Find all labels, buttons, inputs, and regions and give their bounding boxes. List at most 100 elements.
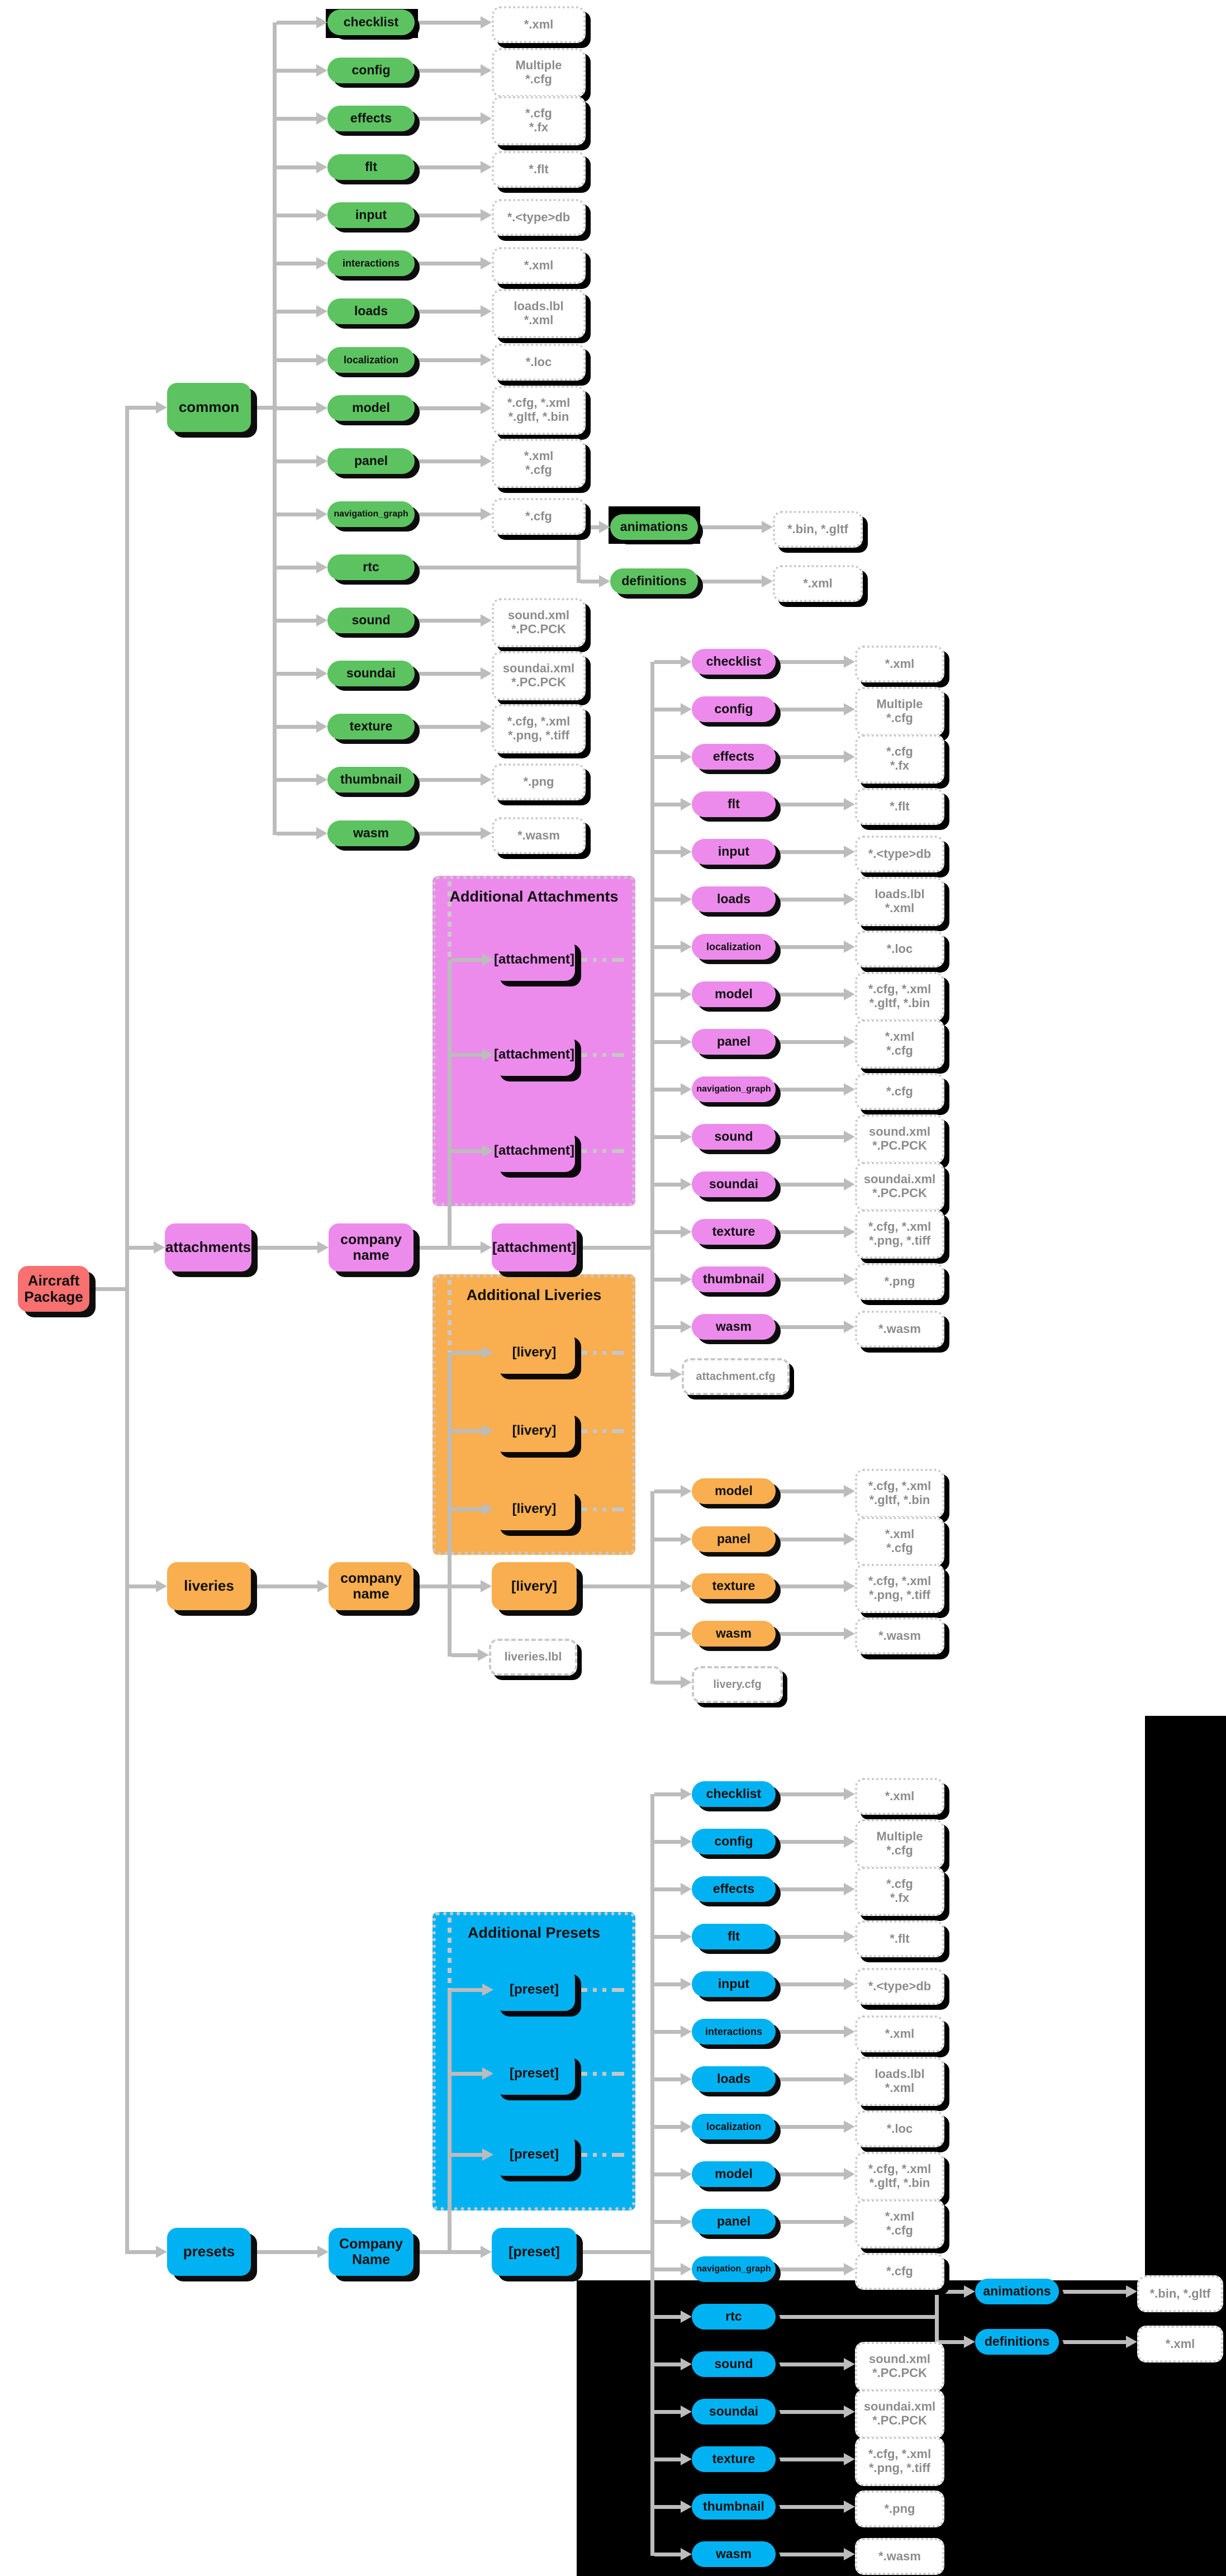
arrowhead-icon <box>481 614 492 627</box>
dotted-connector-line <box>448 1918 452 1990</box>
arrowhead-icon <box>482 953 493 966</box>
node-presets-rtc: rtc <box>692 2304 776 2330</box>
file-presets-checklist: *.xml <box>855 1778 944 1815</box>
connector-line <box>415 310 483 314</box>
node-label: localization <box>343 354 398 366</box>
connector-line <box>273 22 277 835</box>
arrowhead-icon <box>844 1835 855 1848</box>
file-presets-config: Multiple*.cfg <box>855 1819 944 1868</box>
file-presets-navigation_graph: *.cfg <box>855 2253 944 2290</box>
connector-line <box>277 459 319 463</box>
arrowhead-icon <box>681 2216 692 2228</box>
node-label: *.png, *.tiff <box>869 1234 930 1247</box>
file-presets-sound: sound.xml*.PC.PCK <box>855 2342 944 2391</box>
file-presets-soundai: soundai.xml*.PC.PCK <box>855 2389 944 2439</box>
node-label: [livery] <box>512 1344 557 1360</box>
file-attachments-panel: *.xml*.cfg <box>855 1019 944 1069</box>
connector-line <box>452 1149 484 1153</box>
node-label: *.png, *.tiff <box>869 2461 930 2475</box>
arrowhead-icon <box>681 1036 692 1048</box>
arrowhead-icon <box>316 720 327 733</box>
arrowhead-icon <box>681 1930 692 1943</box>
node-presets-loads: loads <box>692 2066 776 2092</box>
connector-line <box>125 1584 158 1588</box>
connector-line <box>776 1982 846 1986</box>
node-label: sound.xml <box>868 2352 930 2366</box>
connector-line <box>452 1653 480 1657</box>
arrowhead-icon <box>681 1676 692 1688</box>
node-label: checklist <box>706 1786 762 1801</box>
node-common-input: input <box>327 202 415 228</box>
arrowhead-icon <box>681 846 692 858</box>
dotted-connector-line <box>448 881 452 960</box>
node-label: common <box>178 399 240 416</box>
node-label: *.cfg <box>525 72 552 86</box>
arrowhead-icon <box>681 656 692 668</box>
connector-line <box>776 1040 846 1044</box>
node-liveries-wasm: wasm <box>692 1621 776 1647</box>
arrowhead-icon <box>681 1226 692 1238</box>
node-label: Package <box>24 1288 83 1305</box>
file-attachments-input: *.<type>db <box>855 836 944 872</box>
node-label: checklist <box>706 654 762 669</box>
connector-line <box>654 1325 683 1329</box>
node-label: *.cfg <box>886 1084 913 1098</box>
node-label: *.wasm <box>878 2549 921 2563</box>
arrowhead-icon <box>316 257 327 269</box>
node-label: *.xml <box>1165 2336 1195 2351</box>
node-presets: presets <box>167 2228 251 2276</box>
node-label: input <box>717 1976 750 1991</box>
connector-line <box>415 117 483 121</box>
node-label: texture <box>712 1224 755 1239</box>
node-label: *.PC.PCK <box>511 622 566 636</box>
connector-line <box>448 960 452 1249</box>
connector-line <box>251 406 274 410</box>
node-label: animations <box>620 519 688 534</box>
arrowhead-icon <box>317 1241 329 1254</box>
node-label: *.PC.PCK <box>872 1138 927 1152</box>
arrowhead-icon <box>844 1083 855 1095</box>
connector-line <box>776 1230 846 1234</box>
connector-line <box>654 1135 683 1139</box>
arrowhead-icon <box>844 798 855 810</box>
arrowhead-icon <box>316 112 327 125</box>
node-label: config <box>351 63 391 78</box>
arrowhead-icon <box>681 2025 692 2038</box>
connector-line <box>277 214 319 217</box>
connector-line <box>452 1429 484 1433</box>
file-common-flt: *.flt <box>492 151 586 188</box>
node-label: navigation_graph <box>334 509 408 519</box>
node-label: flt <box>728 1929 740 1944</box>
connector-line <box>125 1246 156 1250</box>
connector-line <box>277 832 319 836</box>
node-label: localization <box>706 941 761 952</box>
arrowhead-icon <box>671 1368 682 1380</box>
node-label: *.gltf, *.bin <box>508 410 569 424</box>
node-label: model <box>352 400 390 415</box>
node-common-panel: panel <box>327 448 415 474</box>
arrowhead-icon <box>681 2453 692 2465</box>
connector-line <box>452 2153 484 2157</box>
connector-line <box>776 1840 846 1844</box>
node-label: texture <box>712 2451 755 2466</box>
node-label: *.cfg, *.xml <box>507 396 571 410</box>
node-label: sound <box>351 613 391 628</box>
node-label: *.cfg, *.xml <box>868 2447 932 2461</box>
arrowhead-icon <box>844 751 855 763</box>
node-liveries-texture: texture <box>692 1573 776 1599</box>
file-attachments-wasm: *.wasm <box>855 1311 944 1348</box>
node-presets-panel: panel <box>692 2209 776 2235</box>
connector-line <box>654 850 683 854</box>
node-label: Company <box>339 2236 403 2252</box>
node-label: wasm <box>716 2546 752 2561</box>
node-label: Aircraft <box>27 1272 80 1289</box>
node-label: loads <box>716 891 751 907</box>
arrowhead-icon <box>481 354 492 366</box>
arrowhead-icon <box>844 1226 855 1238</box>
connector-line <box>650 1491 654 1684</box>
arrowhead-icon <box>681 988 692 1000</box>
file-attachments-model: *.cfg, *.xml*.gltf, *.bin <box>855 972 944 1021</box>
connector-line <box>776 2220 846 2224</box>
arrowhead-icon <box>481 209 492 221</box>
